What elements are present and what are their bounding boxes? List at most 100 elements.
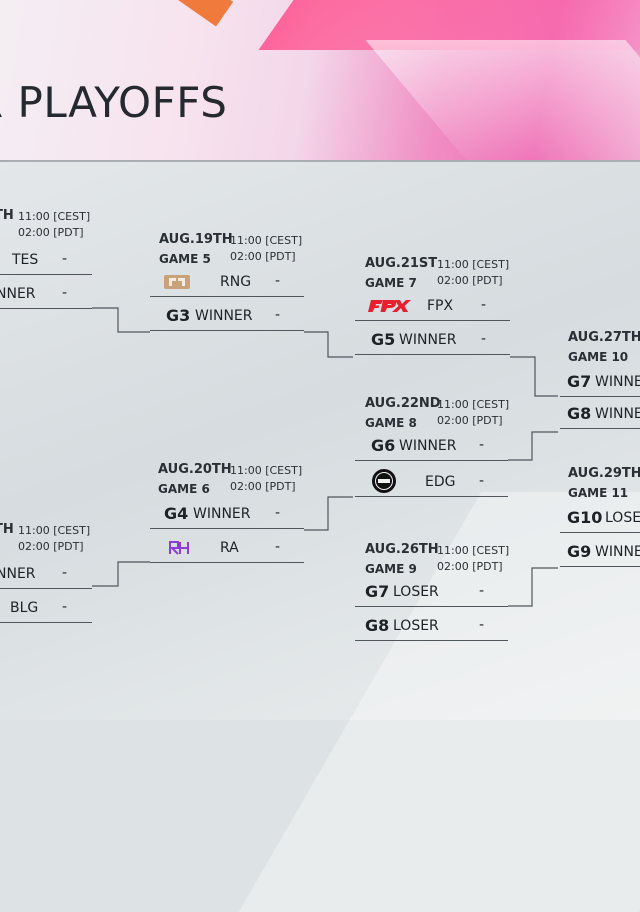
team-row: G3 WINNER - — [150, 300, 304, 331]
bracket-seed-label: WINNER — [195, 308, 253, 324]
team-name: TES — [12, 252, 39, 268]
team-row: G7 WINNE — [560, 366, 640, 397]
bracket-seed-label: WINNER — [399, 438, 457, 454]
match-meta: TH 11:00 [CEST] 02:00 [PDT] — [0, 204, 92, 246]
team-row: TES - — [0, 244, 92, 275]
match-game-number: GAME 8 — [365, 416, 417, 430]
match-time-cest: 11:00 [CEST] — [437, 258, 510, 271]
team-score: - — [275, 273, 281, 289]
team-row: FPX - — [355, 290, 510, 321]
team-name: FPX — [427, 298, 454, 314]
bracket-seed: G6 — [371, 436, 396, 455]
bracket-seed-label: WINNE — [595, 544, 640, 560]
match-time-cest: 11:00 [CEST] — [18, 210, 91, 223]
team-name: NNER — [0, 566, 36, 582]
team-row: G9 WINNE — [560, 536, 640, 567]
match-date: AUG.20TH — [158, 462, 232, 477]
team-name: NNER — [0, 286, 36, 302]
team-score: - — [275, 307, 281, 323]
match-game-number: GAME 10 — [568, 350, 629, 364]
team-name: EDG — [425, 474, 456, 490]
match-card-game-11: AUG.29TH GAME 11 G10 LOSE G9 WINNE — [560, 462, 640, 570]
match-time-pdt: 02:00 [PDT] — [437, 274, 503, 287]
header-banner: R PLAYOFFS — [0, 0, 640, 160]
team-score: - — [479, 583, 485, 599]
bracket-seed-label: WINNER — [399, 332, 457, 348]
team-row: G8 WINNE — [560, 398, 640, 429]
team-row: NNER - — [0, 558, 92, 589]
bracket-seed-label: WINNER — [193, 506, 251, 522]
match-card-game-6: AUG.20TH GAME 6 11:00 [CEST] 02:00 [PDT]… — [150, 458, 304, 564]
bracket-seed: G10 — [567, 508, 603, 527]
team-row: G10 LOSE — [560, 502, 640, 533]
team-score: - — [62, 599, 68, 615]
match-time-pdt: 02:00 [PDT] — [230, 480, 296, 493]
team-row: G5 WINNER - — [355, 324, 510, 355]
bracket-seed: G4 — [164, 504, 189, 523]
team-row: BLG - — [0, 592, 92, 623]
bracket-background — [0, 162, 640, 912]
team-row: NNER - — [0, 278, 92, 309]
team-row: G8 LOSER - — [355, 610, 508, 641]
header-divider — [0, 160, 640, 162]
match-time-pdt: 02:00 [PDT] — [18, 540, 84, 553]
page-title: R PLAYOFFS — [0, 78, 228, 127]
team-row: RNG - — [150, 266, 304, 297]
team-score: - — [275, 539, 281, 555]
bracket-seed-label: LOSER — [393, 584, 439, 600]
match-game-number: GAME 6 — [158, 482, 210, 496]
match-time-cest: 11:00 [CEST] — [230, 464, 303, 477]
match-time-cest: 11:00 [CEST] — [18, 524, 91, 537]
bracket-seed: G7 — [567, 372, 592, 391]
match-time-pdt: 02:00 [PDT] — [230, 250, 296, 263]
match-time-pdt: 02:00 [PDT] — [437, 414, 503, 427]
bracket-seed-label: LOSER — [393, 618, 439, 634]
fpx-logo-icon — [368, 300, 411, 312]
team-row: G6 WINNER - — [355, 430, 508, 461]
bracket-seed: G8 — [365, 616, 390, 635]
match-card-game-9: AUG.26TH GAME 9 11:00 [CEST] 02:00 [PDT]… — [355, 538, 510, 644]
match-game-number: GAME 9 — [365, 562, 417, 576]
bracket-seed: G9 — [567, 542, 592, 561]
match-date: AUG.29TH — [568, 466, 640, 481]
team-score: - — [481, 297, 487, 313]
match-game-number: GAME 5 — [159, 252, 211, 266]
match-meta: TH 11:00 [CEST] 02:00 [PDT] — [0, 518, 92, 560]
match-time-pdt: 02:00 [PDT] — [437, 560, 503, 573]
bracket-seed-label: WINNE — [595, 406, 640, 422]
team-score: - — [479, 437, 485, 453]
bracket-seed-label: LOSE — [605, 510, 640, 526]
match-time-pdt: 02:00 [PDT] — [18, 226, 84, 239]
team-score: - — [62, 565, 68, 581]
team-row: G4 WINNER - — [150, 498, 304, 529]
team-score: - — [479, 473, 485, 489]
match-meta: AUG.20TH GAME 6 11:00 [CEST] 02:00 [PDT] — [150, 458, 304, 500]
match-meta: AUG.22ND GAME 8 11:00 [CEST] 02:00 [PDT] — [355, 392, 509, 434]
team-score: - — [62, 285, 68, 301]
match-card-game-7: AUG.21ST GAME 7 11:00 [CEST] 02:00 [PDT]… — [355, 252, 510, 358]
team-score: - — [275, 505, 281, 521]
bracket-seed: G5 — [371, 330, 396, 349]
bracket-seed: G7 — [365, 582, 390, 601]
match-card-game-5: AUG.19TH GAME 5 11:00 [CEST] 02:00 [PDT]… — [150, 228, 304, 334]
match-meta: AUG.21ST GAME 7 11:00 [CEST] 02:00 [PDT] — [355, 252, 510, 294]
match-meta: AUG.27TH GAME 10 — [560, 326, 640, 368]
ra-logo-icon — [169, 541, 189, 555]
match-card-a: TH 11:00 [CEST] 02:00 [PDT] TES - NNER - — [0, 204, 92, 310]
match-time-cest: 11:00 [CEST] — [230, 234, 303, 247]
rng-logo-icon — [164, 275, 190, 289]
match-game-number: GAME 11 — [568, 486, 629, 500]
bracket-seed: G3 — [166, 306, 191, 325]
team-name: RNG — [220, 274, 252, 290]
match-card-game-8: AUG.22ND GAME 8 11:00 [CEST] 02:00 [PDT]… — [355, 392, 509, 498]
banner-streak — [365, 40, 640, 160]
team-row: RA - — [150, 532, 304, 563]
match-game-number: GAME 7 — [365, 276, 417, 290]
match-date: TH — [0, 208, 14, 223]
match-date: AUG.21ST — [365, 256, 438, 271]
team-row: EDG - — [355, 466, 508, 497]
match-date: TH — [0, 522, 14, 537]
bracket-seed-label: WINNE — [595, 374, 640, 390]
match-time-cest: 11:00 [CEST] — [437, 544, 510, 557]
edg-logo-icon — [372, 469, 396, 493]
